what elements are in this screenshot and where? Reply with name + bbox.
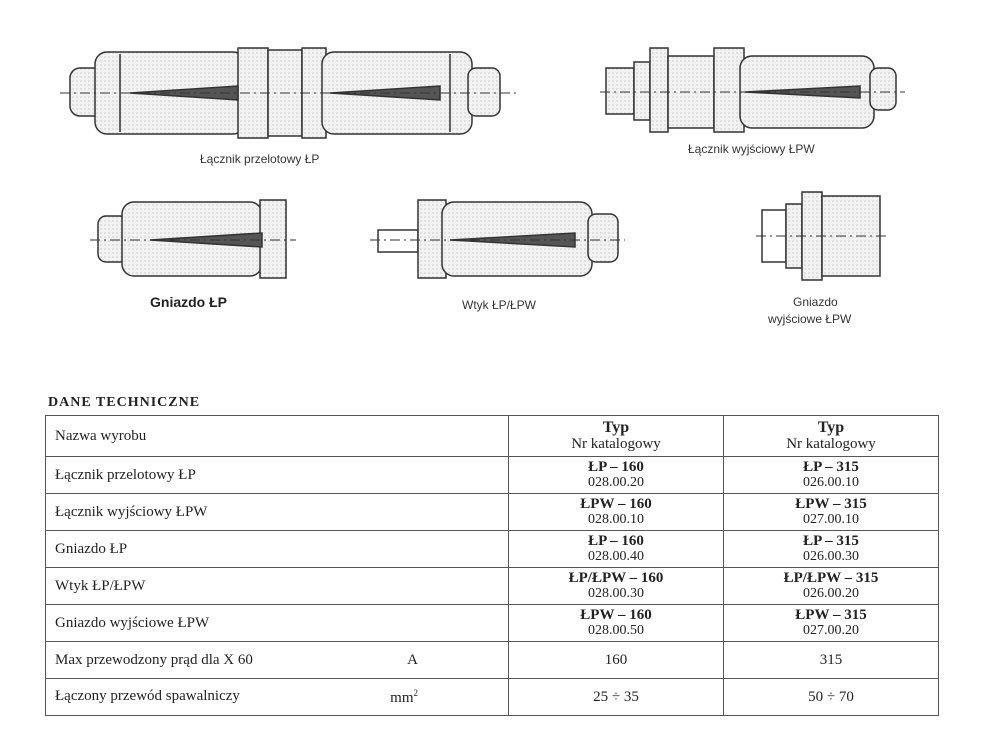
type-code: ŁP – 315: [803, 459, 859, 475]
type-code: ŁPW – 315: [795, 607, 867, 623]
current-value-160: 160: [508, 641, 724, 679]
cable-unit: mm2: [390, 688, 418, 707]
caption-wtyk: Wtyk ŁP/ŁPW: [462, 298, 537, 312]
current-unit: A: [407, 651, 418, 668]
cable-unit-exponent: 2: [413, 687, 419, 698]
header-nr: Nr katalogowy: [571, 436, 661, 452]
header-col-315: Typ Nr katalogowy: [723, 415, 939, 457]
catalog-number: 028.00.20: [588, 475, 644, 490]
type-code: ŁPW – 315: [795, 496, 867, 512]
type-code: ŁPW – 160: [580, 496, 652, 512]
caption-gniazdo-lp: Gniazdo ŁP: [150, 294, 227, 310]
row-name-cable: Łączony przewód spawalniczy mm2: [45, 678, 509, 716]
catalog-number: 026.00.20: [803, 586, 859, 601]
catalog-number: 026.00.30: [803, 549, 859, 564]
cable-value-315: 50 ÷ 70: [723, 678, 939, 716]
row-name: Gniazdo wyjściowe ŁPW: [45, 604, 509, 642]
caption-gniazdo-wyjsciowe-line2: wyjściowe ŁPW: [768, 312, 852, 326]
row-name: Wtyk ŁP/ŁPW: [45, 567, 509, 605]
current-label: Max przewodzony prąd dla X 60: [55, 651, 253, 668]
caption-lacznik-przelotowy: Łącznik przelotowy ŁP: [200, 152, 320, 166]
catalog-number: 028.00.10: [588, 512, 644, 527]
cable-value-160: 25 ÷ 35: [508, 678, 724, 716]
section-title: DANE TECHNICZNE: [48, 395, 201, 410]
row-name-current: Max przewodzony prąd dla X 60 A: [45, 641, 509, 679]
connector-drawings: [60, 47, 905, 281]
lacznik-przelotowy-drawing: [60, 47, 520, 139]
row-name: Łącznik przelotowy ŁP: [45, 456, 509, 494]
catalog-number: 028.00.30: [588, 586, 644, 601]
gniazdo-lp-drawing: [90, 199, 296, 279]
caption-lacznik-wyjsciowy: Łącznik wyjściowy ŁPW: [688, 142, 815, 156]
type-code: ŁP – 160: [588, 533, 644, 549]
header-typ: Typ: [817, 419, 845, 436]
header-col-160: Typ Nr katalogowy: [508, 415, 724, 457]
gniazdo-wyjsciowe-drawing: [756, 191, 888, 281]
table-header-row: Nazwa wyrobu Typ Nr katalogowy Typ Nr ka…: [45, 415, 939, 457]
lacznik-wyjsciowy-drawing: [600, 47, 905, 133]
catalog-number: 028.00.50: [588, 623, 644, 638]
catalog-number: 027.00.20: [803, 623, 859, 638]
table-row-cable: Łączony przewód spawalniczy mm2 25 ÷ 35 …: [45, 678, 939, 716]
catalog-number: 028.00.40: [588, 549, 644, 564]
type-code: ŁPW – 160: [580, 607, 652, 623]
type-code: ŁP – 315: [803, 533, 859, 549]
header-typ: Typ: [602, 419, 630, 436]
cable-unit-base: mm: [390, 689, 414, 706]
catalog-number: 027.00.10: [803, 512, 859, 527]
type-code: ŁP/ŁPW – 315: [783, 570, 879, 586]
header-nr: Nr katalogowy: [786, 436, 876, 452]
header-name: Nazwa wyrobu: [45, 415, 509, 457]
technical-data-table: Nazwa wyrobu Typ Nr katalogowy Typ Nr ka…: [45, 415, 939, 716]
type-code: ŁP – 160: [588, 459, 644, 475]
caption-gniazdo-wyjsciowe-line1: Gniazdo: [793, 295, 838, 309]
type-code: ŁP/ŁPW – 160: [568, 570, 664, 586]
row-name: Gniazdo ŁP: [45, 530, 509, 568]
wtyk-drawing: [370, 199, 625, 279]
row-name: Łącznik wyjściowy ŁPW: [45, 493, 509, 531]
cable-label: Łączony przewód spawalniczy: [55, 687, 240, 704]
current-value-315: 315: [723, 641, 939, 679]
catalog-number: 026.00.10: [803, 475, 859, 490]
table-row-current: Max przewodzony prąd dla X 60 A 160 315: [45, 641, 939, 679]
